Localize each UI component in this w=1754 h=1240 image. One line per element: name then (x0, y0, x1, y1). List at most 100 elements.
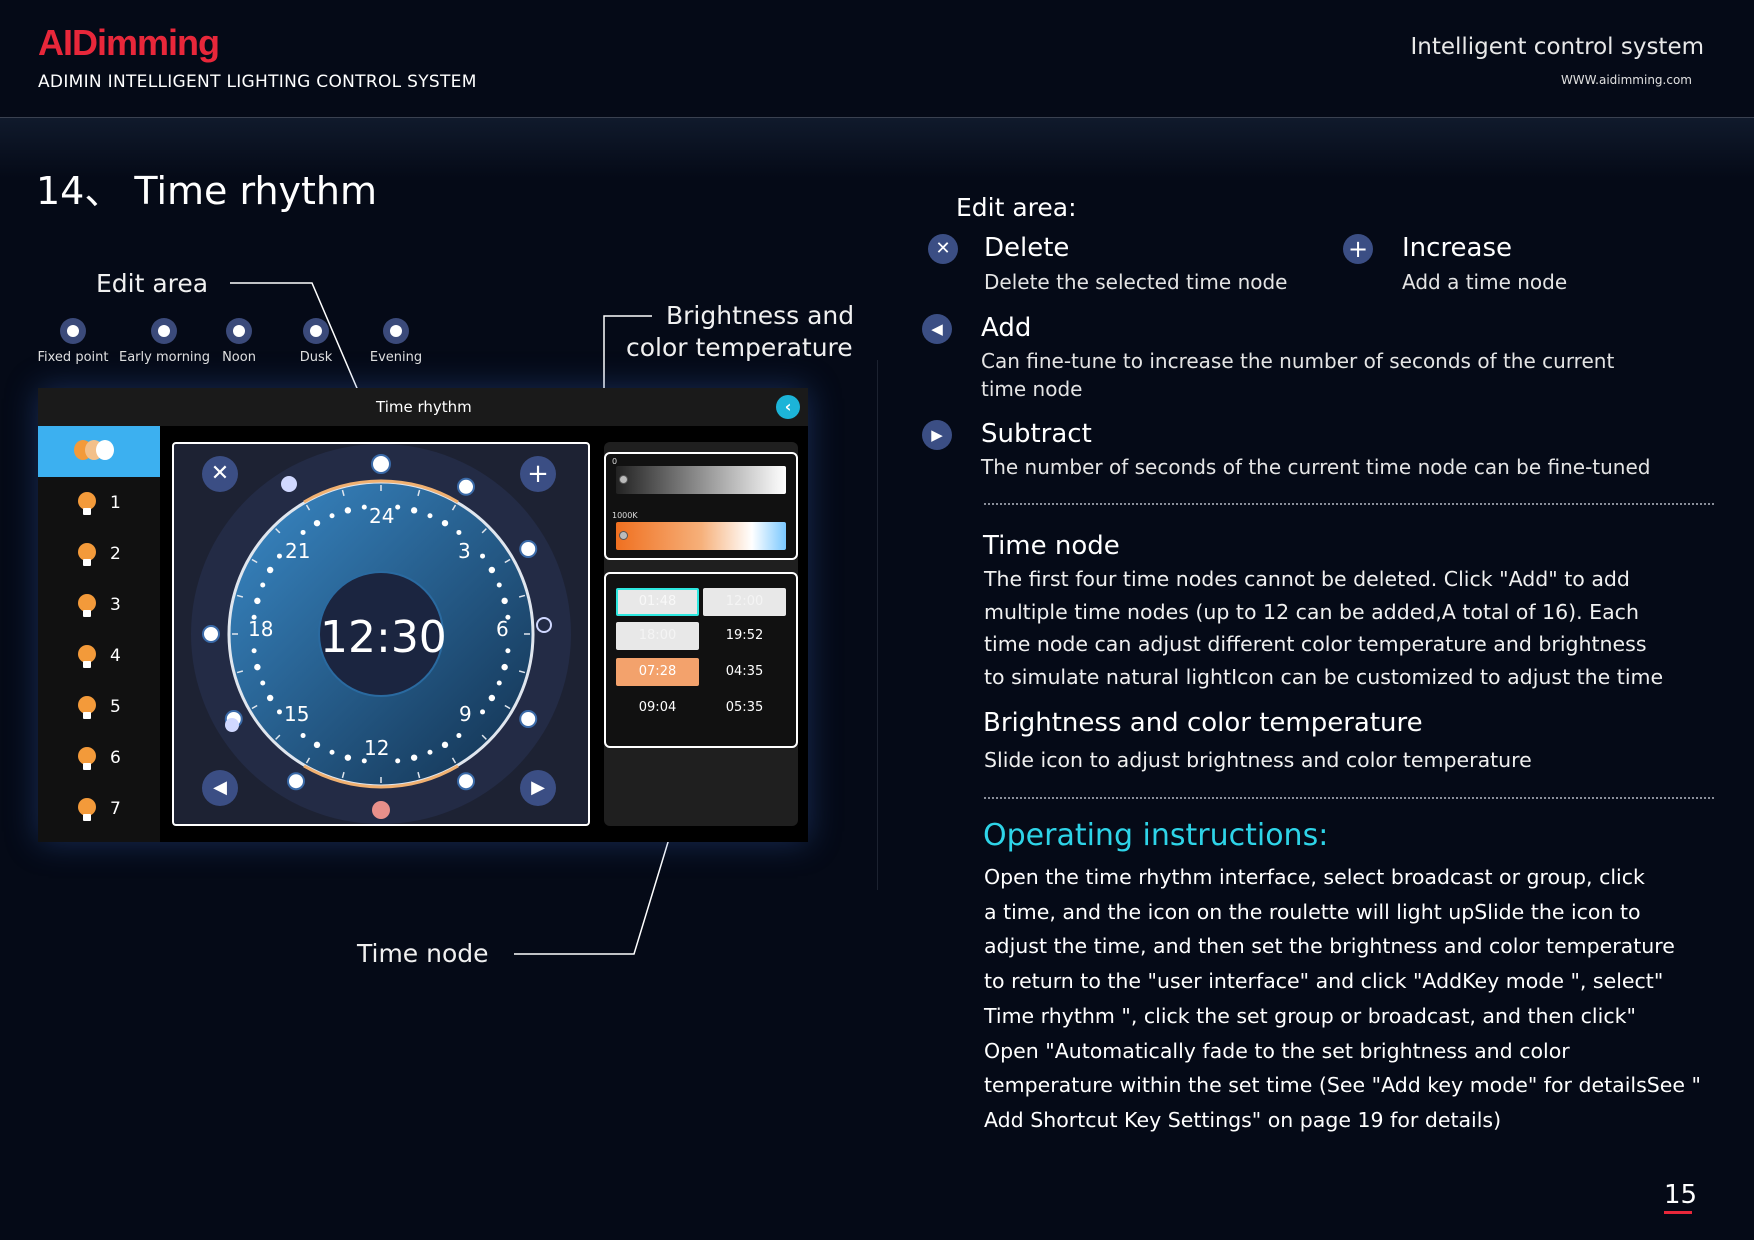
dial-dot (361, 504, 367, 510)
bulb-icon (78, 645, 98, 669)
group-number: 3 (110, 595, 121, 615)
subtract-title: Subtract (981, 419, 1092, 449)
time-node-body: The first four time nodes cannot be dele… (984, 563, 1724, 693)
time-node-item[interactable]: 19:52 (725, 628, 764, 643)
chevron-left-icon[interactable]: ‹ (776, 395, 800, 419)
dial-tick (518, 670, 526, 674)
dial-dot (480, 709, 486, 715)
arrow-left-icon[interactable]: ◀ (202, 770, 238, 806)
mode-label: Evening (369, 350, 423, 365)
brightness-slider[interactable] (616, 466, 786, 494)
sidebar-item-broadcast[interactable] (38, 426, 160, 477)
temperature-slider-handle[interactable] (619, 531, 629, 540)
sidebar-item-group-7[interactable]: 7 (38, 783, 160, 834)
time-node-handle[interactable] (371, 454, 391, 474)
dial-tick (518, 594, 526, 598)
dial-tick (481, 734, 487, 740)
dial-dot (251, 614, 257, 620)
mode-dusk[interactable]: Dusk (271, 318, 361, 365)
add-desc-line1: Can fine-tune to increase the number of … (981, 349, 1615, 373)
dial-dot (505, 648, 511, 654)
divider-dotted (984, 503, 1714, 505)
dial-dot (456, 529, 462, 535)
time-node-handle[interactable] (457, 772, 475, 791)
time-node-line: The first four time nodes cannot be dele… (984, 567, 1630, 591)
sidebar-item-group-3[interactable]: 3 (38, 579, 160, 630)
dial-dot (260, 680, 266, 686)
dial-tick (417, 771, 421, 779)
mode-early-morning[interactable]: Early morning (119, 318, 210, 365)
sidebar-item-group-6[interactable]: 6 (38, 732, 160, 783)
group-sidebar: 1 2 3 4 5 6 7 (38, 426, 160, 842)
roulette-dial (191, 444, 571, 824)
sidebar-item-group-4[interactable]: 4 (38, 630, 160, 681)
dial-tick (305, 504, 311, 511)
time-node-item[interactable]: 09:04 (638, 700, 677, 715)
dial-markers (232, 485, 530, 783)
bulb-icon (78, 747, 98, 771)
group-number: 1 (110, 493, 121, 513)
dial-tick (275, 528, 281, 534)
callout-edit-area: Edit area (96, 269, 209, 298)
brightness-section-body: Slide icon to adjust brightness and colo… (984, 748, 1532, 772)
time-node-handle[interactable] (519, 540, 538, 558)
device-titlebar: Time rhythm ‹ (38, 388, 808, 426)
time-node-handle[interactable] (457, 477, 475, 496)
fixed-point-icon (60, 318, 86, 344)
dial-number: 21 (285, 539, 311, 563)
dial-number: 9 (459, 702, 472, 726)
temperature-slider[interactable] (616, 522, 786, 550)
time-node-item[interactable]: 05:35 (725, 700, 764, 715)
group-number: 5 (110, 697, 121, 717)
mode-evening[interactable]: Evening (351, 318, 441, 365)
sun-icon (226, 318, 252, 344)
sidebar-item-group-2[interactable]: 2 (38, 528, 160, 579)
website-url: WWW.aidimming.com (1560, 73, 1692, 87)
dial-dot (329, 513, 335, 519)
subtract-desc: The number of seconds of the current tim… (981, 455, 1651, 479)
sidebar-item-group-1[interactable]: 1 (38, 477, 160, 528)
time-node-item[interactable]: 18:00 (616, 622, 699, 650)
time-node-item[interactable]: 07:28 (616, 658, 699, 686)
time-node-handle[interactable] (202, 625, 220, 643)
operating-line: Time rhythm ", click the set group or br… (984, 1003, 1636, 1028)
brightness-slider-handle[interactable] (619, 475, 629, 484)
mode-noon[interactable]: Noon (194, 318, 284, 365)
dial-number: 18 (248, 617, 274, 641)
time-node-item[interactable]: 04:35 (725, 664, 764, 679)
dial-tick (251, 558, 258, 564)
dial-dot (300, 733, 306, 739)
close-icon[interactable]: ✕ (202, 456, 238, 492)
dial-dot (496, 582, 502, 588)
operating-line: temperature within the set time (See "Ad… (984, 1073, 1701, 1098)
time-node-list: 01:48 12:00 18:00 19:52 07:28 04:35 09:0… (604, 572, 798, 748)
mode-label: Fixed point (37, 350, 109, 365)
temperature-label: 1000K (612, 511, 638, 520)
time-node-item[interactable]: 01:48 (616, 588, 699, 616)
bulb-icon (78, 543, 98, 567)
time-node-line: to simulate natural lightIcon can be cus… (984, 664, 1664, 689)
dial-tick (251, 704, 258, 710)
brightness-section-title: Brightness and color temperature (983, 708, 1423, 738)
operating-line: a time, and the icon on the roulette wil… (984, 899, 1641, 924)
dial-dot (266, 566, 274, 574)
dial-dot (441, 741, 449, 749)
time-node-handle[interactable] (287, 772, 305, 791)
time-node-handles (202, 454, 538, 791)
time-node-handle[interactable] (519, 710, 538, 728)
mode-fixed-point[interactable]: Fixed point (28, 318, 118, 365)
dial-dot (395, 504, 401, 510)
sidebar-item-group-5[interactable]: 5 (38, 681, 160, 732)
dial-tick (504, 704, 511, 710)
close-icon: ✕ (928, 234, 958, 264)
arrow-right-icon[interactable]: ▶ (520, 770, 556, 806)
device-title: Time rhythm (376, 398, 472, 416)
dial-number: 15 (284, 702, 310, 726)
operating-instructions-title: Operating instructions: (983, 818, 1329, 853)
dial-dot (456, 733, 462, 739)
arrow-right-icon: ▶ (922, 420, 952, 450)
time-node-item[interactable]: 12:00 (703, 588, 786, 616)
plus-icon[interactable]: + (520, 456, 556, 492)
dial-dot (410, 754, 418, 761)
plus-icon: + (1343, 234, 1373, 264)
